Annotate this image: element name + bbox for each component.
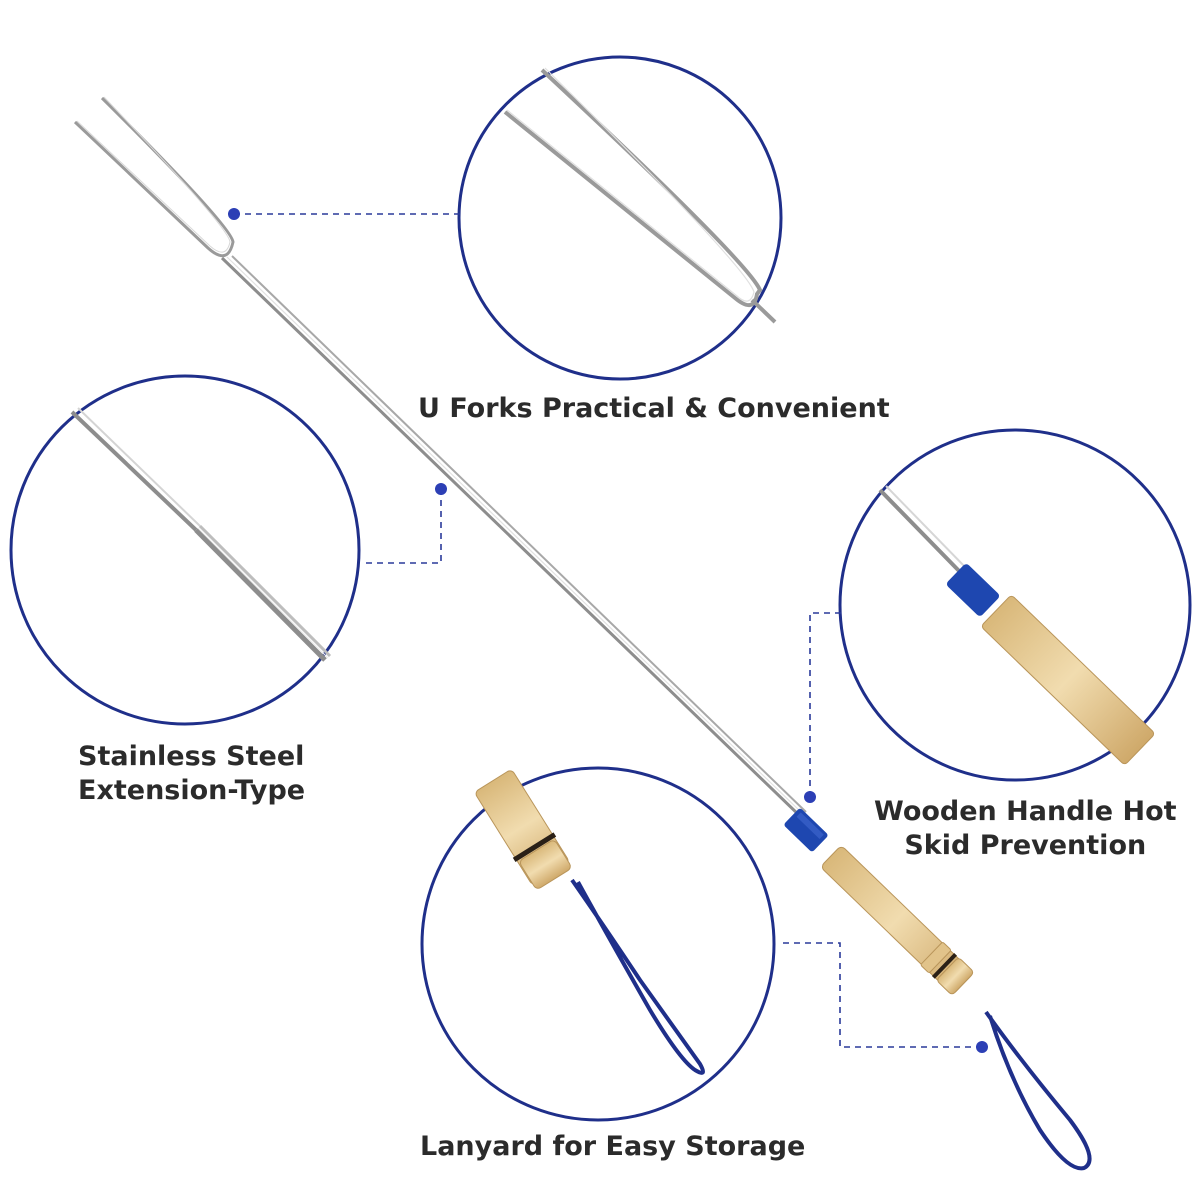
steel-caption-line2: Extension-Type (78, 775, 306, 806)
forks-caption-text: U Forks Practical & Convenient (418, 393, 890, 424)
fork-tines (73, 96, 235, 258)
steel-caption: Stainless Steel Extension-Type (78, 740, 305, 808)
handle-caption-line1: Wooden Handle Hot (874, 796, 1177, 827)
lanyard-detail-circle (420, 766, 776, 1122)
lanyard-dot (976, 1041, 988, 1053)
fork-detail-circle (457, 55, 783, 381)
connectors (234, 213, 982, 1048)
main-skewer (73, 96, 1092, 1171)
steel-connector (365, 489, 442, 564)
handle-dot (804, 791, 816, 803)
handle-caption: Wooden Handle Hot Skid Prevention (874, 795, 1177, 863)
forks-caption: U Forks Practical & Convenient (418, 392, 890, 426)
handle-caption-line2: Skid Prevention (904, 830, 1147, 861)
lanyard-connector (778, 942, 982, 1048)
lanyard-loop (984, 1010, 1092, 1171)
fork-dot (228, 208, 240, 220)
steel-detail-circle (9, 374, 361, 726)
lanyard-caption-text: Lanyard for Easy Storage (420, 1131, 806, 1162)
wooden-handle (821, 846, 974, 995)
handle-detail-circle (838, 428, 1192, 782)
steel-dot (435, 483, 447, 495)
handle-connector (809, 612, 843, 797)
steel-rod (220, 256, 802, 818)
lanyard-caption: Lanyard for Easy Storage (420, 1130, 805, 1164)
blue-cap (784, 808, 828, 852)
steel-caption-line1: Stainless Steel (78, 741, 305, 772)
callout-dots (228, 208, 988, 1053)
